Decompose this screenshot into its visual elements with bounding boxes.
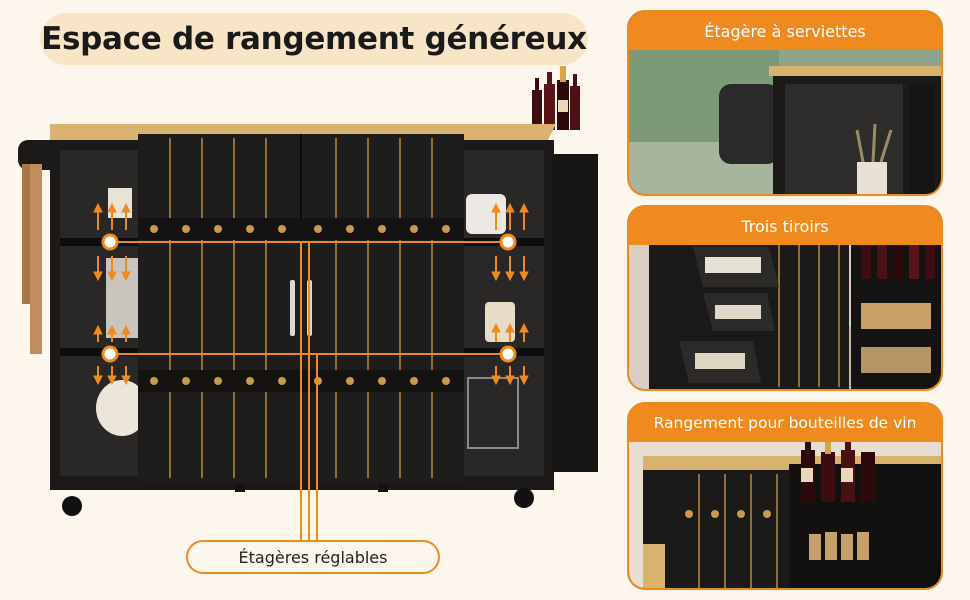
wine-storage-photo [629,404,941,588]
callout-label: Étagères réglables [238,547,388,567]
panel-title-three-drawers: Trois tiroirs [741,216,829,236]
headline-pill: Espace de rangement généreux [40,13,588,65]
panel-wine-storage: Rangement pour bouteilles de vin [627,402,943,590]
panel-title-towel-rack: Étagère à serviettes [704,21,866,41]
panel-header: Rangement pour bouteilles de vin [629,404,941,442]
panel-header: Trois tiroirs [629,207,941,245]
adjustable-shelf-indicators [93,202,529,540]
panel-title-wine-storage: Rangement pour bouteilles de vin [653,414,917,432]
wine-bottles-illustration [532,66,580,130]
adjustable-shelves-callout: Étagères réglables [186,540,440,574]
headline: Espace de rangement généreux [41,21,587,57]
panel-three-drawers: Trois tiroirs [627,205,943,391]
kitchen-island-illustration [18,66,598,540]
panel-towel-rack: Étagère à serviettes [627,10,943,196]
panel-header: Étagère à serviettes [629,12,941,50]
